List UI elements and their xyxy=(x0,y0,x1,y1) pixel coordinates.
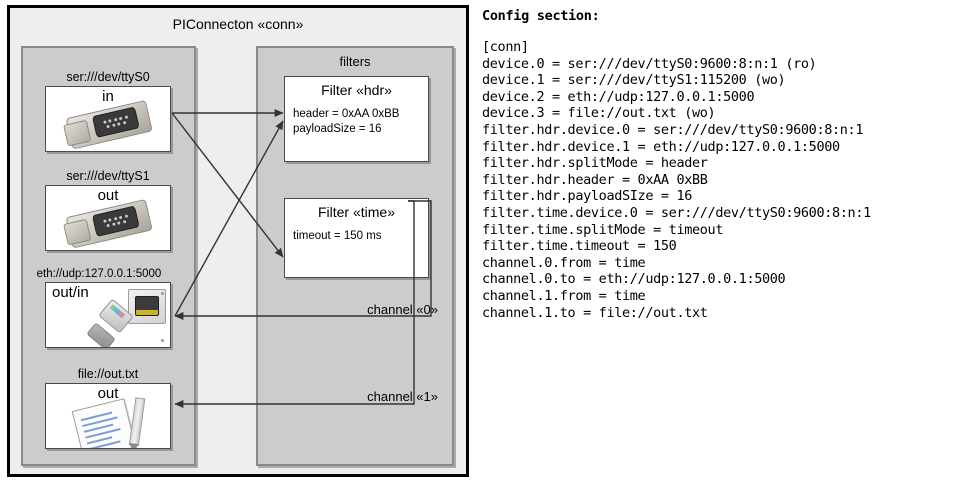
device-url-label: ser:///dev/ttyS1 xyxy=(66,169,150,183)
device-url-label: ser:///dev/ttyS0 xyxy=(66,70,150,84)
config-line: channel.1.to = file://out.txt xyxy=(482,304,708,321)
devices-panel: ser:///dev/ttyS0 in ser:///dev/ttyS1 xyxy=(21,46,196,466)
channel-0-label: channel «0» xyxy=(367,302,438,317)
diagram-title: PIConnecton «conn» xyxy=(172,16,304,32)
config-heading: Config section: xyxy=(482,8,600,24)
filter-property: payloadSize = 16 xyxy=(293,123,382,135)
device-direction-label: out xyxy=(97,187,119,204)
filter-property: header = 0xAA 0xBB xyxy=(293,108,400,120)
filters-panel: filters Filter «hdr» header = 0xAA 0xBB … xyxy=(256,46,454,466)
device-icon-box[interactable]: out xyxy=(45,185,171,251)
config-line: filter.hdr.device.1 = eth://udp:127.0.0.… xyxy=(482,138,840,155)
config-line: channel.0.from = time xyxy=(482,254,646,271)
config-line: device.1 = ser:///dev/ttyS1:115200 (wo) xyxy=(482,72,786,89)
device-block-ttyS0[interactable]: ser:///dev/ttyS0 in xyxy=(45,70,171,152)
device-direction-label: out xyxy=(97,385,119,402)
filter-box-time[interactable]: Filter «time» timeout = 150 ms xyxy=(284,198,429,278)
filter-property: timeout = 150 ms xyxy=(293,230,382,242)
device-icon-box[interactable]: in xyxy=(45,86,171,152)
config-line: channel.0.to = eth://udp:127.0.0.1:5000 xyxy=(482,271,786,288)
device-icon-box[interactable]: out xyxy=(45,383,171,449)
config-lines-list: [conn]device.0 = ser:///dev/ttyS0:9600:8… xyxy=(482,39,952,321)
config-line: filter.hdr.device.0 = ser:///dev/ttyS0:9… xyxy=(482,121,864,138)
connector-diagram: PIConnecton «conn» ser:///dev/ttyS0 in xyxy=(7,5,469,477)
config-line: device.3 = file://out.txt (wo) xyxy=(482,105,716,122)
device-block-ttyS1[interactable]: ser:///dev/ttyS1 out xyxy=(45,169,171,251)
filter-box-hdr[interactable]: Filter «hdr» header = 0xAA 0xBB payloadS… xyxy=(284,76,429,162)
config-line: filter.time.timeout = 150 xyxy=(482,238,677,255)
config-section: Config section: [conn]device.0 = ser:///… xyxy=(482,8,952,321)
ethernet-connector-icon xyxy=(46,283,170,347)
device-block-file[interactable]: file://out.txt out xyxy=(45,367,171,449)
device-direction-label: in xyxy=(102,88,114,105)
config-line: filter.time.device.0 = ser:///dev/ttyS0:… xyxy=(482,204,871,221)
device-direction-label: out/in xyxy=(52,284,89,301)
device-url-label: file://out.txt xyxy=(77,367,139,381)
config-line: [conn] xyxy=(482,39,529,55)
config-line: channel.1.from = time xyxy=(482,287,646,304)
channel-1-label: channel «1» xyxy=(367,389,438,404)
config-line: device.2 = eth://udp:127.0.0.1:5000 xyxy=(482,88,755,105)
filter-name-label: Filter «hdr» xyxy=(321,82,392,98)
config-line: filter.hdr.payloadSIze = 16 xyxy=(482,188,692,205)
device-url-label: eth://udp:127.0.0.1:5000 xyxy=(36,268,162,280)
config-line: device.0 = ser:///dev/ttyS0:9600:8:n:1 (… xyxy=(482,55,817,72)
device-block-eth[interactable]: eth://udp:127.0.0.1:5000 out/in xyxy=(37,268,171,348)
filter-name-label: Filter «time» xyxy=(317,204,396,220)
config-line: filter.time.splitMode = timeout xyxy=(482,221,724,238)
config-line: filter.hdr.splitMode = header xyxy=(482,155,708,172)
device-icon-box[interactable]: out/in xyxy=(45,282,171,348)
config-line: filter.hdr.header = 0xAA 0xBB xyxy=(482,171,708,188)
filters-panel-title: filters xyxy=(339,54,371,69)
